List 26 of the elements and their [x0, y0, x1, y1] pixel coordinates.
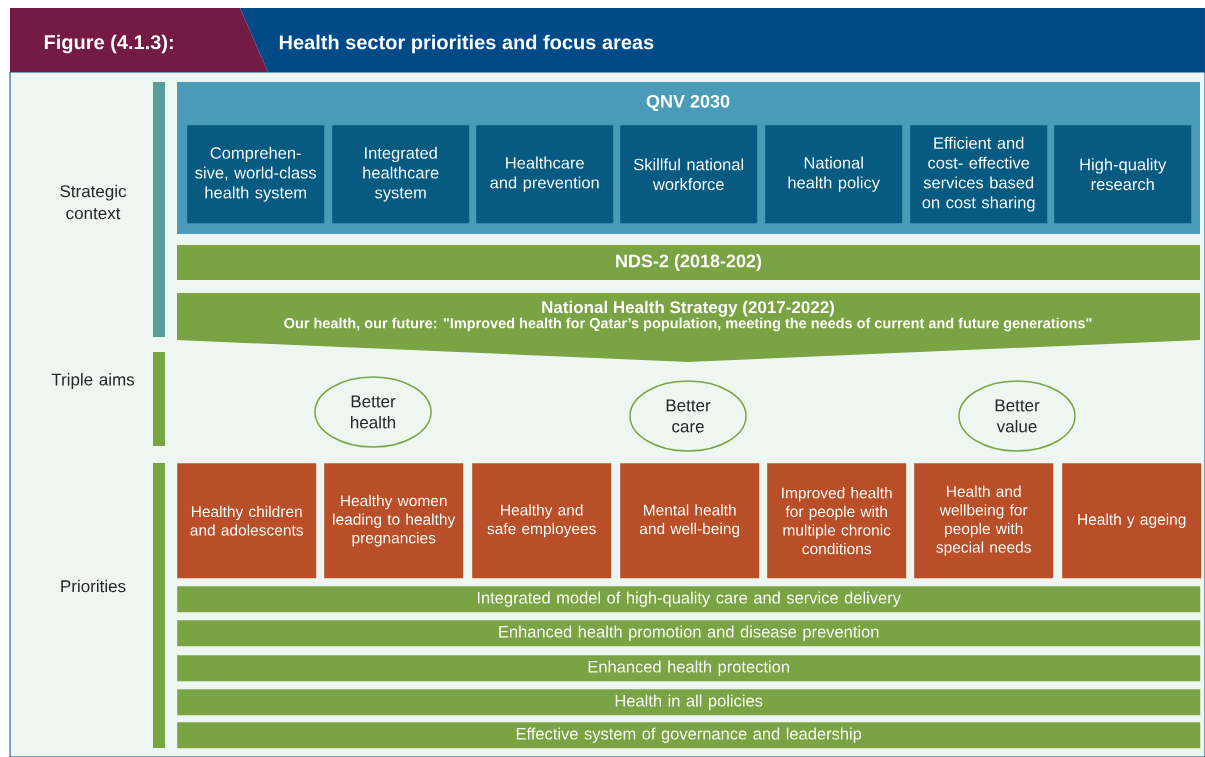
priority-box: Healthy children and adolescents	[177, 463, 317, 579]
goal-box: Efficient and cost- effective services based on cost sharing	[910, 125, 1048, 224]
strategy-bar: NDS-2 (2018-202)	[177, 245, 1200, 280]
goal-box: Comprehen- sive, world-class health system	[187, 125, 325, 224]
priority-box: Mental health and well-being	[620, 463, 760, 579]
goal-box: High-quality research	[1054, 125, 1192, 224]
focus-bar: Integrated model of high-quality care and service delivery	[177, 586, 1201, 613]
goal-box: Skillful national workforce	[620, 125, 758, 224]
focus-bar: Effective system of governance and leadership	[177, 722, 1201, 749]
goal-box: National health policy	[765, 125, 903, 224]
goal-box: Integrated healthcare system	[332, 125, 470, 224]
focus-bar: Enhanced health promotion and disease prevention	[177, 620, 1201, 647]
priority-box: Health y ageing	[1062, 463, 1202, 579]
goal-box: Healthcare and prevention	[476, 125, 614, 224]
priority-box: Health and wellbeing for people with special needs	[914, 463, 1054, 579]
strategy-banner: National Health Strategy (2017-2022) Our health, our future: "Improved health for Qatar’s population, meeting the needs of current and future generations"	[177, 293, 1200, 362]
priority-box: Improved health for people with multiple chronic conditions	[767, 463, 907, 579]
section-label: Priorities	[61, 579, 126, 593]
section-label: Strategic context	[60, 184, 127, 220]
priority-box: Healthy women leading to healthy pregnancies	[324, 463, 464, 579]
focus-bar: Health in all policies	[177, 689, 1201, 716]
focus-bar: Enhanced health protection	[177, 655, 1201, 682]
section-label: Triple aims	[51, 373, 135, 389]
priority-box: Healthy and safe employees	[472, 463, 612, 579]
figure-title: Health sector priorities and focus areas	[279, 34, 654, 54]
figure-tab: Figure (4.1.3):	[10, 8, 268, 72]
